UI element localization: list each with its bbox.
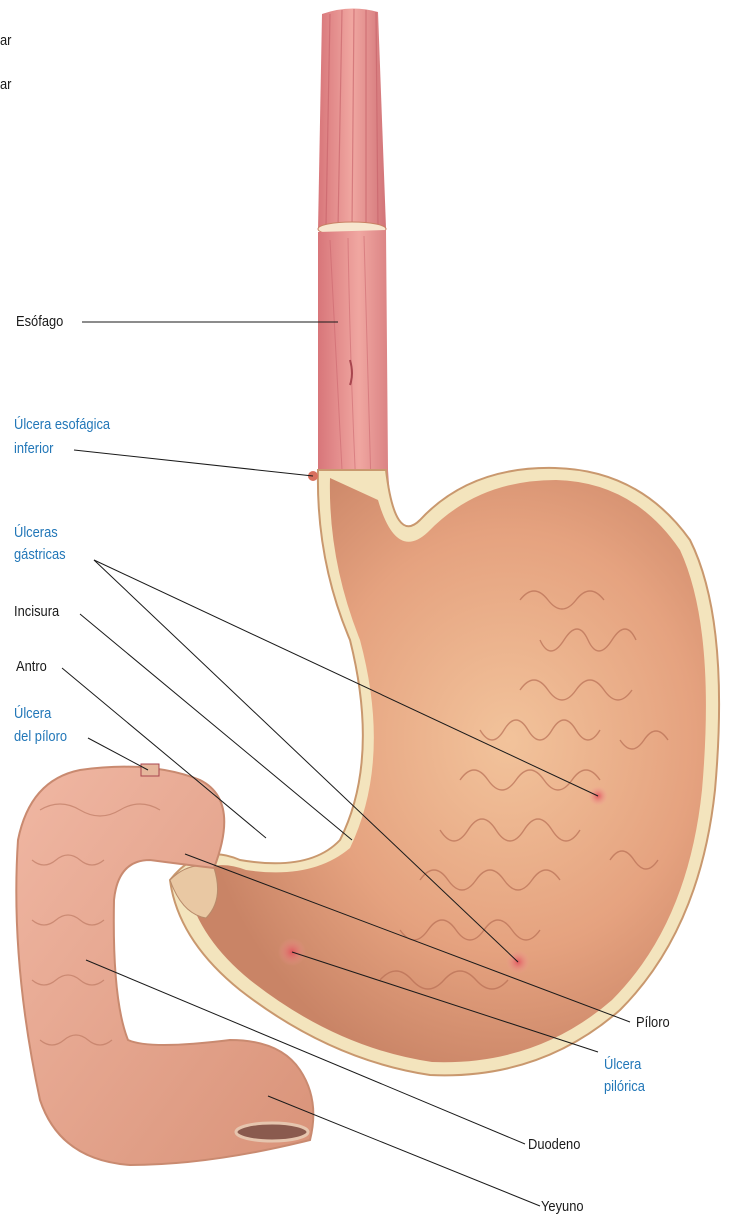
label-ulceras-gastricas: Úlceras (14, 522, 58, 544)
label-ulcera-piloro: Úlcera (14, 703, 51, 725)
label-ulcera-piloro-2: del píloro (14, 726, 67, 748)
cropped-label-1: ar (0, 30, 11, 52)
label-ulcera-esofagica-inferior: inferior (14, 438, 53, 460)
label-duodeno: Duodeno (528, 1134, 580, 1156)
label-ulcera-pilorica: Úlcera (604, 1054, 641, 1076)
label-antro: Antro (16, 656, 47, 678)
cropped-label-2: ar (0, 74, 11, 96)
label-ulceras-gastricas-2: gástricas (14, 544, 66, 566)
label-yeyuno: Yeyuno (541, 1196, 584, 1218)
label-ulcera-pilorica-2: pilórica (604, 1076, 645, 1098)
label-incisura: Incisura (14, 601, 59, 623)
label-piloro: Píloro (636, 1012, 670, 1034)
label-ulcera-esofagica: Úlcera esofágica (14, 414, 110, 436)
stomach (170, 468, 719, 1075)
label-esofago: Esófago (16, 311, 63, 333)
